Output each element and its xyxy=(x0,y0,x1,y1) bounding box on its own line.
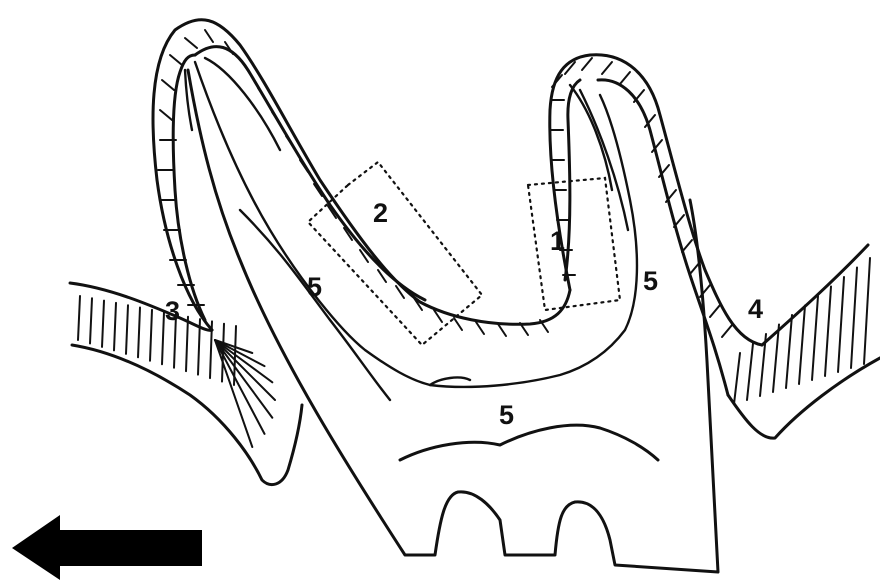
hatch-stroke xyxy=(722,325,732,337)
label-5-right: 5 xyxy=(643,266,658,296)
hatch-stroke xyxy=(102,301,104,347)
hatch-stroke xyxy=(205,30,213,42)
hatch-stroke xyxy=(864,258,870,364)
hatch-stroke xyxy=(682,240,692,252)
hatch-stroke xyxy=(734,353,740,404)
right-fold xyxy=(550,55,762,395)
hatch-stroke xyxy=(710,305,720,317)
hatch-stroke xyxy=(747,344,753,401)
label-4: 4 xyxy=(748,294,763,324)
hatch-stroke xyxy=(582,58,592,70)
hatch-stroke xyxy=(498,324,506,336)
hatch-stroke xyxy=(476,322,484,334)
hatch-stroke xyxy=(634,90,644,102)
hatch-stroke xyxy=(258,88,266,100)
hatch-stroke xyxy=(272,112,280,124)
hatch-stroke xyxy=(90,298,92,343)
left-epithelium xyxy=(70,283,302,485)
hatch-stroke xyxy=(799,306,805,385)
hatch-stroke xyxy=(186,317,188,371)
hatch-stroke xyxy=(162,312,164,364)
label-5-left: 5 xyxy=(307,272,322,302)
hatch-stroke xyxy=(812,296,818,380)
dotted-box-1 xyxy=(528,178,620,310)
hatch-stroke xyxy=(170,55,182,65)
hatch-stroke xyxy=(138,308,140,358)
label-2: 2 xyxy=(373,198,388,228)
hatch-stroke xyxy=(286,136,294,148)
hatch-stroke xyxy=(851,268,857,369)
hatch-stroke xyxy=(215,340,272,418)
hatch-stroke xyxy=(620,72,630,84)
hatch-stroke xyxy=(454,318,462,330)
hatch-stroke xyxy=(78,296,80,340)
left-fold xyxy=(153,20,570,336)
hatch-stroke xyxy=(838,277,844,372)
left-arrow-icon xyxy=(12,515,202,580)
hatch-stroke xyxy=(185,38,197,48)
hatch-stroke xyxy=(786,315,792,388)
hatch-stroke xyxy=(160,110,172,120)
hatch-stroke xyxy=(150,310,152,361)
hatch-stroke xyxy=(215,340,275,400)
hatch-stroke xyxy=(825,287,831,377)
label-3: 3 xyxy=(165,296,180,326)
hatch-stroke xyxy=(242,62,250,74)
hatch-stroke xyxy=(126,305,128,354)
hatch-stroke xyxy=(602,62,612,74)
label-5-bottom: 5 xyxy=(499,400,514,430)
hatch-stroke xyxy=(162,80,174,90)
label-1: 1 xyxy=(550,226,565,256)
hatch-stroke xyxy=(114,303,116,350)
